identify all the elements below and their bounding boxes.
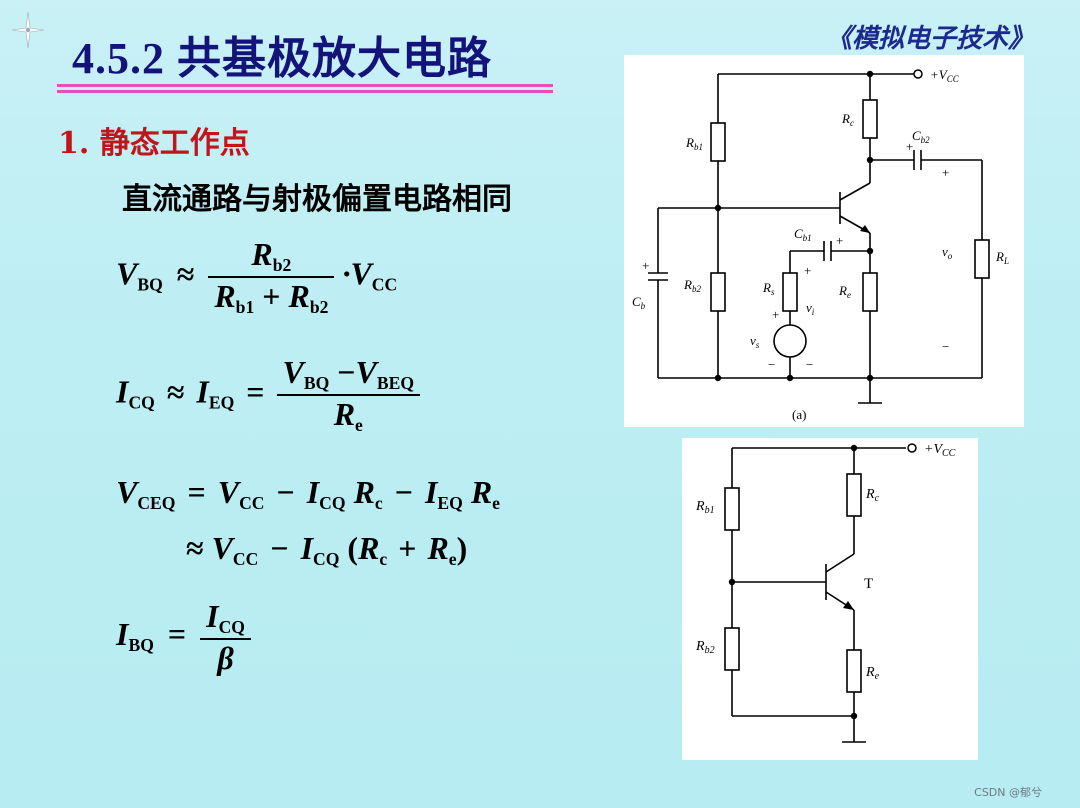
plus-sign: + — [906, 139, 913, 154]
equation-vceq-approx: ≈ VCC − ICQ (Rc + Re) — [186, 530, 468, 570]
label-cb: Cb — [632, 294, 646, 311]
equation-icq: ICQ ≈ IEQ = VBQ −VBEQ Re — [116, 354, 421, 436]
label-rb1: Rb1 — [685, 135, 703, 152]
label-re-b: Re — [865, 665, 880, 682]
book-title: 《模拟电子技术》 — [826, 24, 1035, 54]
label-vcc: +VCC — [930, 67, 960, 84]
watermark: CSDN @郁兮 — [974, 786, 1042, 799]
label-cb2: Cb2 — [912, 128, 930, 145]
section-heading: 1. 静态工作点 — [58, 126, 250, 161]
label-rb2-b: Rb2 — [695, 639, 715, 656]
label-rc: Rc — [841, 111, 854, 128]
label-vo: vo — [942, 244, 953, 261]
label-vi: vi — [806, 300, 815, 317]
title-underline-top — [57, 84, 553, 87]
label-re: Re — [838, 283, 851, 300]
equation-vbq: VBQ ≈ Rb2 Rb1 + Rb2 ·VCC — [116, 236, 398, 318]
plus-sign: + — [942, 165, 949, 180]
label-cb1: Cb1 — [794, 226, 812, 243]
label-rl: RL — [995, 249, 1009, 266]
label-rb1-b: Rb1 — [695, 499, 715, 516]
sparkle-icon — [11, 11, 45, 49]
plus-sign: + — [836, 233, 843, 248]
figure-caption: (a) — [792, 407, 806, 422]
circuit-diagram-a: +VCC Rc Rb1 Cb2 Cb1 Cb Rb2 Rs Re RL vo v… — [624, 55, 1024, 427]
label-transistor: T — [864, 576, 873, 592]
minus-sign: − — [942, 339, 949, 354]
minus-sign: − — [768, 357, 775, 372]
minus-sign: − — [806, 357, 813, 372]
circuit-diagram-b: +VCC Rc Rb1 Rb2 Re T — [682, 438, 978, 760]
label-vs: vs — [750, 333, 760, 350]
page-title: 4.5.2 共基极放大电路 — [72, 34, 492, 83]
plus-sign: + — [772, 307, 779, 322]
plus-sign: + — [642, 258, 649, 273]
title-underline-bottom — [57, 90, 553, 93]
section-subheading: 直流通路与射极偏置电路相同 — [122, 182, 512, 217]
label-rb2: Rb2 — [683, 277, 701, 294]
label-vcc-b: +VCC — [924, 442, 956, 459]
equation-ibq: IBQ = ICQ β — [116, 598, 251, 677]
label-rc-b: Rc — [865, 487, 880, 504]
equation-vceq: VCEQ = VCC − ICQ Rc − IEQ Re — [116, 474, 500, 514]
plus-sign: + — [804, 263, 811, 278]
label-rs: Rs — [762, 280, 775, 297]
